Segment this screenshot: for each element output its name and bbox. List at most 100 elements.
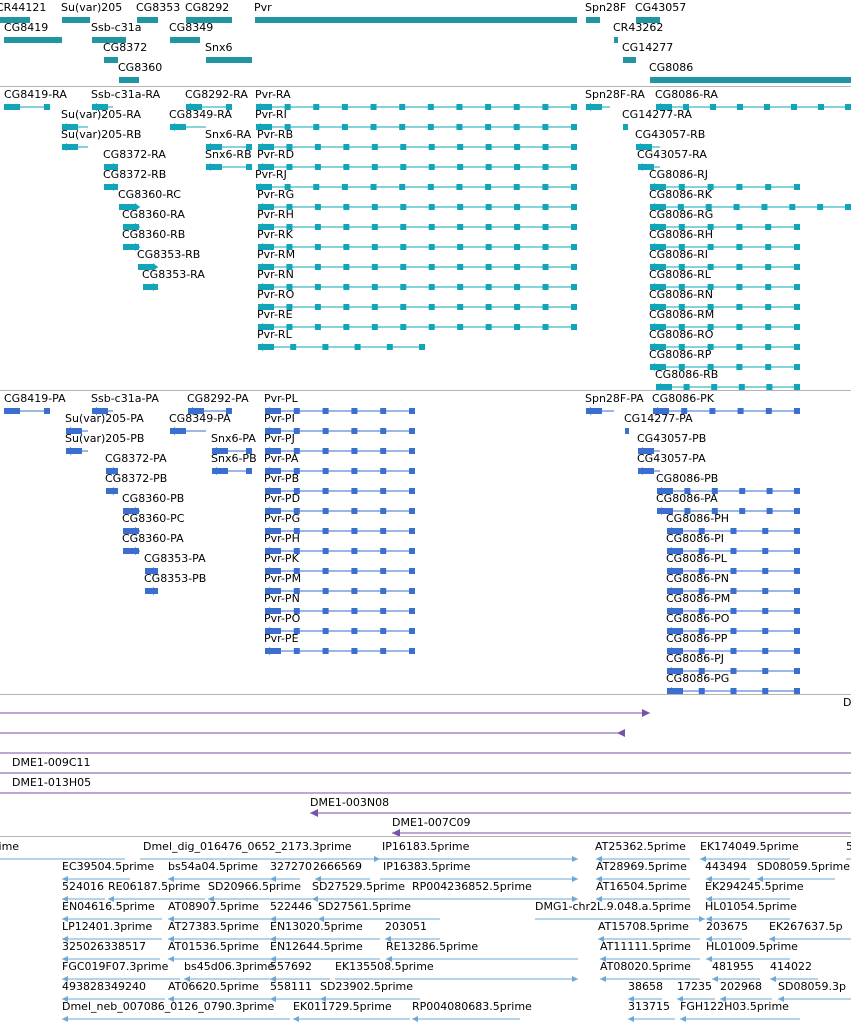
est-glyph[interactable]	[270, 996, 320, 1002]
transcripts-32-glyph[interactable]	[649, 262, 801, 272]
genes-1-glyph[interactable]	[61, 15, 91, 25]
est-label[interactable]: RE06187.5prime	[108, 880, 201, 893]
est-glyph[interactable]	[680, 1016, 800, 1022]
transcript-label[interactable]: Pvr-RO	[257, 288, 295, 301]
est-glyph[interactable]	[386, 956, 578, 962]
proteins-41-glyph[interactable]	[666, 646, 801, 656]
transcript-label[interactable]: Pvr-RD	[257, 148, 295, 161]
est-label[interactable]: 17235	[677, 980, 712, 993]
transcripts-21-glyph[interactable]	[118, 202, 141, 212]
genes-5-glyph[interactable]	[585, 15, 601, 25]
protein-label[interactable]: CG8419-PA	[4, 392, 66, 405]
transcripts-28-glyph[interactable]	[257, 242, 578, 252]
transcripts-2-glyph[interactable]	[185, 102, 233, 112]
proteins-33-glyph[interactable]	[144, 586, 159, 596]
protein-label[interactable]: CG8086-PA	[656, 492, 718, 505]
est-label[interactable]: EK135508.5prime	[335, 960, 434, 973]
est-label[interactable]: bs45d06.3prime	[184, 960, 275, 973]
est-glyph[interactable]	[168, 996, 270, 1002]
est-label[interactable]: SD20966.5prime	[208, 880, 301, 893]
est-glyph[interactable]	[208, 896, 312, 902]
transcripts-17-glyph[interactable]	[637, 162, 661, 172]
est-label[interactable]: 327270	[270, 860, 312, 873]
protein-label[interactable]: Pvr-PI	[264, 412, 295, 425]
clone-label[interactable]: DME1-009C11	[12, 756, 91, 769]
protein-label[interactable]: Pvr-PL	[264, 392, 298, 405]
est-glyph[interactable]	[62, 936, 162, 942]
est-label[interactable]: RE13286.5prime	[386, 940, 479, 953]
est-glyph[interactable]	[600, 956, 700, 962]
est-label[interactable]: SD08059.5prime	[757, 860, 850, 873]
protein-label[interactable]: Su(var)205-PB	[65, 432, 145, 445]
protein-label[interactable]: Pvr-PK	[264, 552, 299, 565]
transcript-label[interactable]: CG8086-RL	[649, 268, 711, 281]
est-glyph[interactable]	[600, 976, 700, 982]
transcript-label[interactable]: CG8086-RP	[649, 348, 712, 361]
transcript-label[interactable]: CG8086-RB	[655, 368, 719, 381]
est-label[interactable]: SD08059.3p	[778, 980, 846, 993]
transcript-label[interactable]: CG8353-RB	[137, 248, 201, 261]
est-glyph[interactable]	[757, 876, 835, 882]
est-glyph[interactable]	[412, 1016, 520, 1022]
est-label[interactable]: AT08020.5prime	[600, 960, 691, 973]
est-label[interactable]: EC39504.5prime	[62, 860, 155, 873]
protein-label[interactable]: CG8292-PA	[187, 392, 249, 405]
transcript-label[interactable]: CG8086-RO	[649, 328, 714, 341]
est-glyph[interactable]	[270, 976, 330, 982]
est-label[interactable]: AT25362.5prime	[595, 840, 686, 853]
protein-label[interactable]: CG8349-PA	[169, 412, 231, 425]
transcript-label[interactable]: CG8360-RA	[122, 208, 185, 221]
protein-label[interactable]: CG8360-PB	[122, 492, 185, 505]
protein-label[interactable]: CG8360-PC	[122, 512, 185, 525]
transcripts-10-glyph[interactable]	[61, 142, 89, 152]
est-glyph[interactable]	[62, 956, 160, 962]
proteins-40-glyph[interactable]	[264, 646, 416, 656]
est-glyph[interactable]	[706, 916, 790, 922]
est-label[interactable]: 325026338517	[62, 940, 146, 953]
proteins-5-glyph[interactable]	[652, 406, 801, 416]
protein-label[interactable]: Pvr-PA	[264, 452, 299, 465]
gene-label[interactable]: CG8372	[103, 41, 148, 54]
clone-label[interactable]: DME1-013H05	[12, 776, 92, 789]
proteins-21-glyph[interactable]	[122, 506, 141, 516]
transcripts-43-glyph[interactable]	[655, 382, 801, 392]
est-label[interactable]: AT27383.5prime	[168, 920, 259, 933]
proteins-29-glyph[interactable]	[666, 546, 801, 556]
protein-label[interactable]: CG8086-PM	[666, 592, 731, 605]
gene-label[interactable]: CG8086	[649, 61, 694, 74]
protein-label[interactable]: Snx6-PB	[211, 452, 257, 465]
est-glyph[interactable]	[778, 996, 851, 1002]
genes-2-glyph[interactable]	[136, 15, 159, 25]
proteins-19-glyph[interactable]	[264, 486, 416, 496]
est-glyph[interactable]	[168, 956, 270, 962]
proteins-11-glyph[interactable]	[211, 446, 253, 456]
transcripts-7-glyph[interactable]	[169, 122, 207, 132]
transcript-label[interactable]: CG8086-RI	[649, 248, 709, 261]
est-glyph[interactable]	[168, 936, 270, 942]
transcript-label[interactable]: CG8086-RG	[649, 208, 714, 221]
proteins-4-glyph[interactable]	[585, 406, 615, 416]
proteins-17-glyph[interactable]	[105, 466, 119, 476]
genes-0-glyph[interactable]	[0, 15, 31, 25]
est-glyph[interactable]	[62, 996, 165, 1002]
transcript-label[interactable]: Pvr-RH	[257, 208, 294, 221]
transcripts-42-glyph[interactable]	[649, 362, 801, 372]
genes-6-glyph[interactable]	[635, 15, 661, 25]
est-label[interactable]: DMG1-chr2L.9.048.a.5prime	[535, 900, 691, 913]
protein-label[interactable]: Snx6-PA	[211, 432, 256, 445]
est-label[interactable]: LP12401.3prime	[62, 920, 153, 933]
proteins-18-glyph[interactable]	[105, 486, 119, 496]
protein-label[interactable]: Pvr-PJ	[264, 432, 295, 445]
protein-label[interactable]: CG8353-PB	[144, 572, 207, 585]
transcripts-31-glyph[interactable]	[257, 262, 578, 272]
est-glyph[interactable]	[140, 856, 380, 862]
est-glyph[interactable]	[320, 996, 420, 1002]
transcripts-20-glyph[interactable]	[649, 182, 801, 192]
proteins-32-glyph[interactable]	[666, 566, 801, 576]
est-glyph[interactable]	[596, 896, 690, 902]
est-glyph[interactable]	[62, 1016, 290, 1022]
est-label[interactable]: AT01536.5prime	[168, 940, 259, 953]
proteins-14-glyph[interactable]	[211, 466, 253, 476]
transcript-label[interactable]: CG8086-RA	[655, 88, 718, 101]
transcript-label[interactable]: Pvr-RL	[257, 328, 292, 341]
